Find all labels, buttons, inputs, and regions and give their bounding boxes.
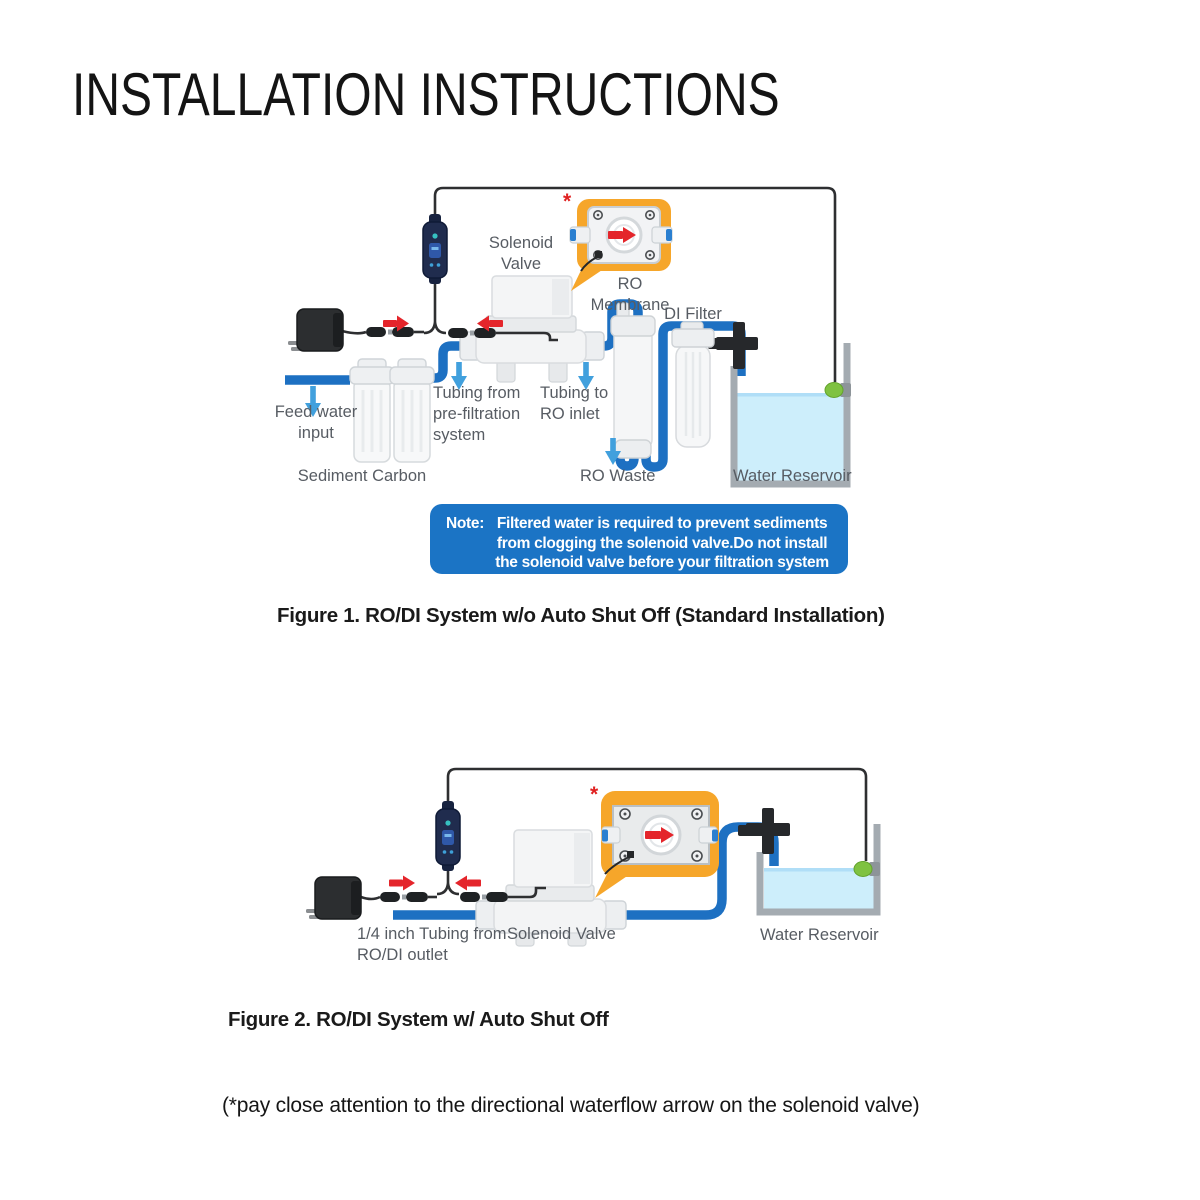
label-ro-waste: RO Waste [580,467,656,485]
water [764,868,874,909]
note-prefix: Note: [446,515,485,532]
flow-arrow-prefiltration-icon [451,362,467,390]
flow-arrow-feed-icon [305,386,321,417]
solenoid-valve-callout [569,199,673,291]
cable-connectors [366,327,496,338]
note-line-3: the solenoid valve before your filtratio… [495,554,829,571]
cable-connectors [380,892,508,902]
flow-arrow-ro-inlet-icon [578,362,594,390]
callout-asterisk: * [563,190,572,213]
footnote: (*pay close attention to the directional… [222,1094,920,1117]
water-reservoir-tank [756,824,881,916]
figure1-diagram [285,186,851,488]
note-line-2: from clogging the solenoid valve.Do not … [496,534,828,552]
power-arrow-right-icon [389,875,415,891]
inline-timer-controller [422,214,448,284]
label-di-filter: DI Filter [664,305,722,323]
waterflow-arrow-icon [645,827,674,843]
power-wires [360,767,868,901]
label-sediment-carbon: Sediment Carbon [297,467,427,485]
figure1-caption: Figure 1. RO/DI System w/o Auto Shut Off… [277,604,885,627]
ro-membrane [610,302,656,459]
tube-clamp [738,808,790,854]
note-line-1: Filtered water is required to prevent se… [496,515,828,532]
label-quarter-inch-tubing: 1/4 inch Tubing from RO/DI outlet [357,925,507,964]
callout-asterisk: * [590,783,599,806]
water [737,393,844,481]
figure2-caption: Figure 2. RO/DI System w/ Auto Shut Off [228,1008,609,1031]
power-arrow-right-icon [383,315,409,332]
label-solenoid-valve: Solenoid Valve [507,925,616,943]
solenoid-valve [475,829,627,947]
label-tubing-to-ro-inlet: Tubing to RO inlet [540,384,609,423]
float-sensor [853,861,880,877]
page-title: INSTALLATION INSTRUCTIONS [72,61,780,128]
power-wires [341,186,837,382]
waterflow-arrow-icon [608,227,636,243]
water-reservoir-tank [730,343,851,488]
note-text: Filtered water is required to prevent se… [490,514,834,574]
solenoid-valve [459,275,605,383]
power-adapter [288,308,344,352]
power-arrow-left-icon [477,315,503,332]
float-sensor [824,382,851,398]
label-water-reservoir-2: Water Reservoir [760,926,879,944]
solenoid-valve-callout [595,791,719,898]
power-arrow-left-icon [455,875,481,891]
inline-timer-controller [435,801,461,871]
label-tubing-from-prefiltration: Tubing from pre-filtration system [433,384,521,444]
figure2-diagram [306,767,881,947]
label-solenoid-valve: Solenoid Valve [488,234,554,273]
note-box: Note: Filtered water is required to prev… [430,504,848,574]
label-feed-water-input: Feed water input [274,403,358,442]
label-water-reservoir-1: Water Reservoir [733,467,852,485]
label-ro-membrane: RO Membrane [590,275,670,314]
di-filter-canister [671,321,715,448]
power-adapter [306,876,362,920]
sediment-carbon-filters [349,358,435,463]
flow-arrow-ro-waste-icon [605,438,621,465]
